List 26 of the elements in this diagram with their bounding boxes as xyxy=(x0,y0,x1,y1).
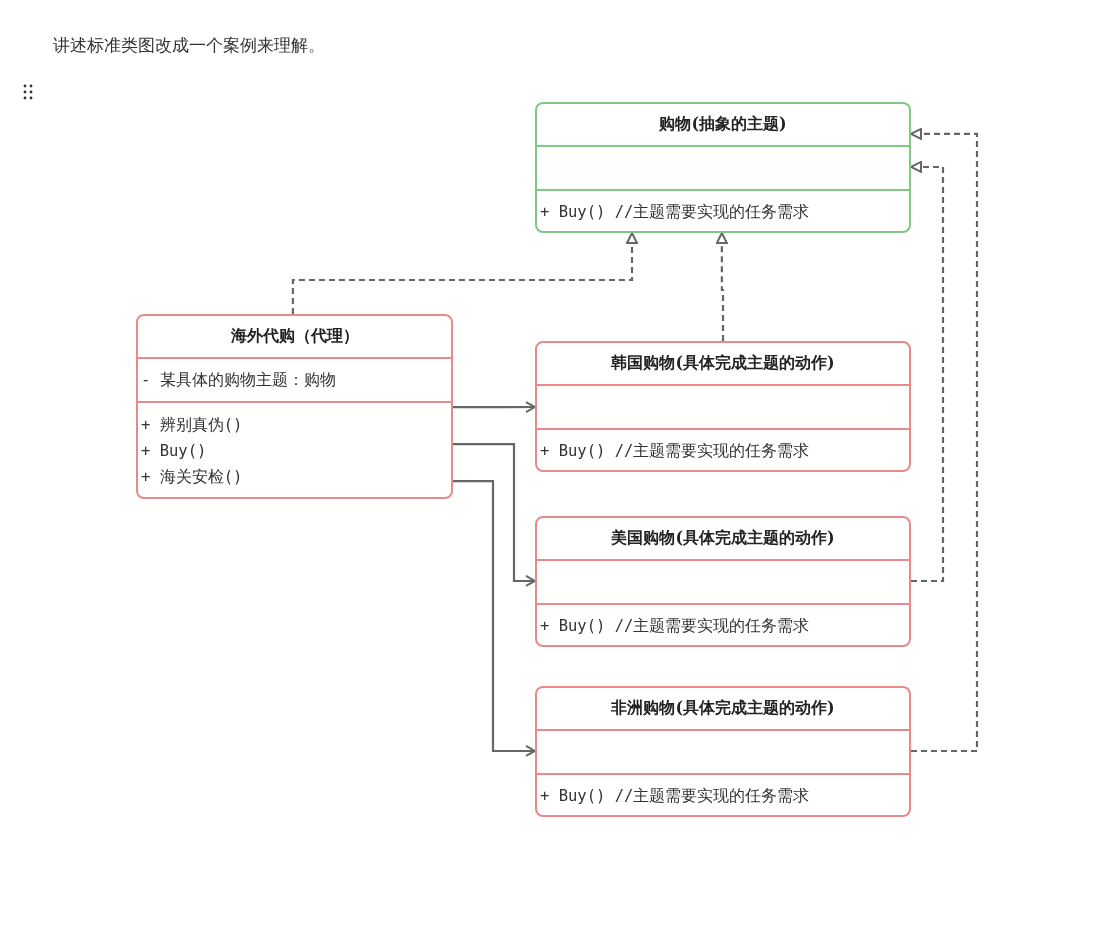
class-box xyxy=(535,516,911,647)
class-box xyxy=(535,341,911,472)
realization-arrow xyxy=(291,232,638,314)
method-text: + Buy() //主题需要实现的任务需求 xyxy=(539,616,810,637)
method-text: + Buy() //主题需要实现的任务需求 xyxy=(539,786,810,807)
class-name: 非洲购物(具体完成主题的动作) xyxy=(611,698,835,719)
class-name: 美国购物(具体完成主题的动作) xyxy=(611,528,835,549)
method-text: + Buy() xyxy=(140,441,207,462)
association-arrow xyxy=(453,401,536,414)
method-text: + 辨别真伪() xyxy=(140,415,243,436)
class-name: 韩国购物(具体完成主题的动作) xyxy=(611,353,835,374)
class-box xyxy=(136,314,453,499)
association-arrow xyxy=(453,479,536,757)
attribute-text: - 某具体的购物主题：购物 xyxy=(140,370,336,391)
method-text: + Buy() //主题需要实现的任务需求 xyxy=(539,441,810,462)
class-box xyxy=(535,102,911,233)
intro-text: 讲述标准类图改成一个案例来理解。 xyxy=(53,34,325,57)
realization-arrow xyxy=(910,161,945,583)
method-text: + Buy() //主题需要实现的任务需求 xyxy=(539,202,810,223)
class-name: 海外代购（代理） xyxy=(230,326,359,347)
realization-arrow xyxy=(910,127,979,753)
class-box xyxy=(535,686,911,817)
class-name: 购物(抽象的主题) xyxy=(659,114,787,135)
association-arrow xyxy=(453,442,536,587)
method-text: + 海关安检() xyxy=(140,467,243,488)
realization-arrow xyxy=(715,232,728,341)
